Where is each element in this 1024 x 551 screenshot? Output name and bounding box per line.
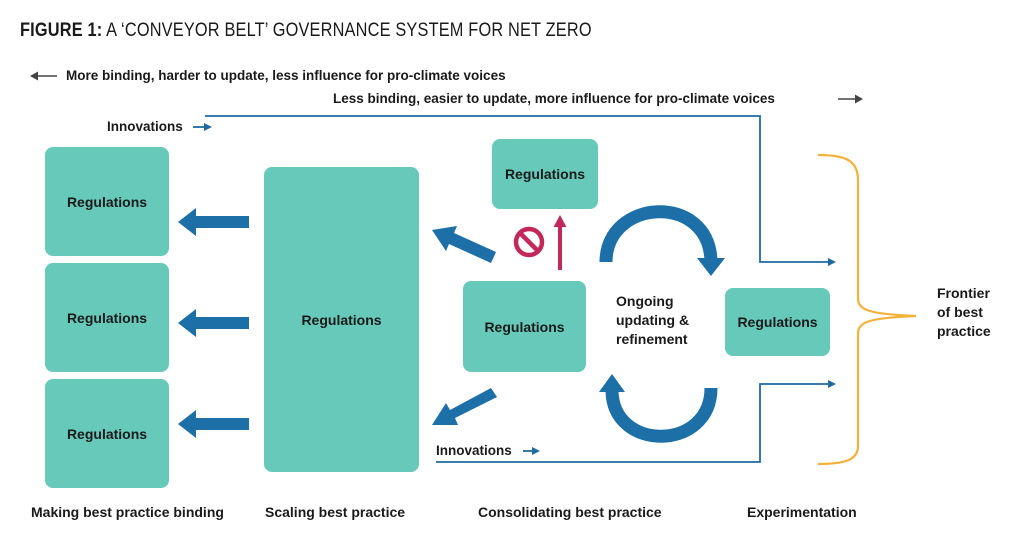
stage-label-consolidating: Consolidating best practice [478, 504, 662, 520]
regulations-box-binding-2: Regulations [45, 263, 169, 372]
legend-right-arrow [838, 94, 863, 104]
innovations-label-bottom: Innovations [436, 443, 512, 458]
stage-label-experimentation: Experimentation [747, 504, 857, 520]
regulations-box-experimentation: Regulations [725, 288, 830, 356]
frontier-label-line-2: of best [937, 304, 983, 320]
diagonal-arrow-down [432, 388, 497, 425]
legend-more-binding: More binding, harder to update, less inf… [66, 68, 506, 83]
innovation-bottom-end-arrowhead [828, 380, 836, 388]
innovation-top-arrowhead [204, 123, 212, 131]
innovations-label-top: Innovations [107, 119, 183, 134]
update-cycle-arrows [599, 205, 725, 443]
stage-label-binding: Making best practice binding [31, 504, 224, 520]
diagonal-arrow-up [432, 226, 496, 263]
frontier-bracket [817, 153, 917, 466]
cycle-arrow-top [599, 205, 718, 263]
stage-label-scaling: Scaling best practice [265, 504, 406, 520]
cycle-label-line-1: Ongoing [616, 293, 674, 309]
legend-less-binding: Less binding, easier to update, more inf… [333, 91, 775, 106]
regulations-box-scaling: Regulations [264, 167, 419, 472]
frontier-label: Frontier of best practice [937, 284, 991, 341]
scaling-to-binding-arrows [178, 208, 249, 438]
cycle-label-line-2: updating & [616, 312, 690, 328]
left-arrow-1 [178, 208, 249, 236]
frontier-label-line-1: Frontier [937, 285, 990, 301]
cycle-label-line-3: refinement [616, 331, 688, 347]
innovation-bottom-arrowhead [532, 447, 540, 455]
regulations-box-consolidating-top: Regulations [492, 139, 598, 209]
regulations-box-binding-1: Regulations [45, 147, 169, 256]
left-arrow-2 [178, 309, 249, 337]
cycle-arrow-bottom [605, 387, 718, 443]
figure-title: FIGURE 1: A ‘CONVEYOR BELT’ GOVERNANCE S… [20, 20, 592, 42]
figure-title-text: A ‘CONVEYOR BELT’ GOVERNANCE SYSTEM FOR … [106, 20, 592, 41]
left-arrow-3 [178, 410, 249, 438]
consolidating-to-scaling-arrows [432, 226, 497, 425]
regulations-box-consolidating-main: Regulations [463, 281, 586, 372]
regulations-box-binding-3: Regulations [45, 379, 169, 488]
frontier-label-line-3: practice [937, 323, 991, 339]
innovation-top-end-arrowhead [828, 258, 836, 266]
legend-left-arrow [30, 71, 57, 81]
blocked-update-symbol [513, 215, 567, 270]
figure-label: FIGURE 1: [20, 20, 103, 41]
ongoing-updating-label: Ongoing updating & refinement [616, 292, 689, 349]
innovation-line-top [193, 115, 830, 263]
